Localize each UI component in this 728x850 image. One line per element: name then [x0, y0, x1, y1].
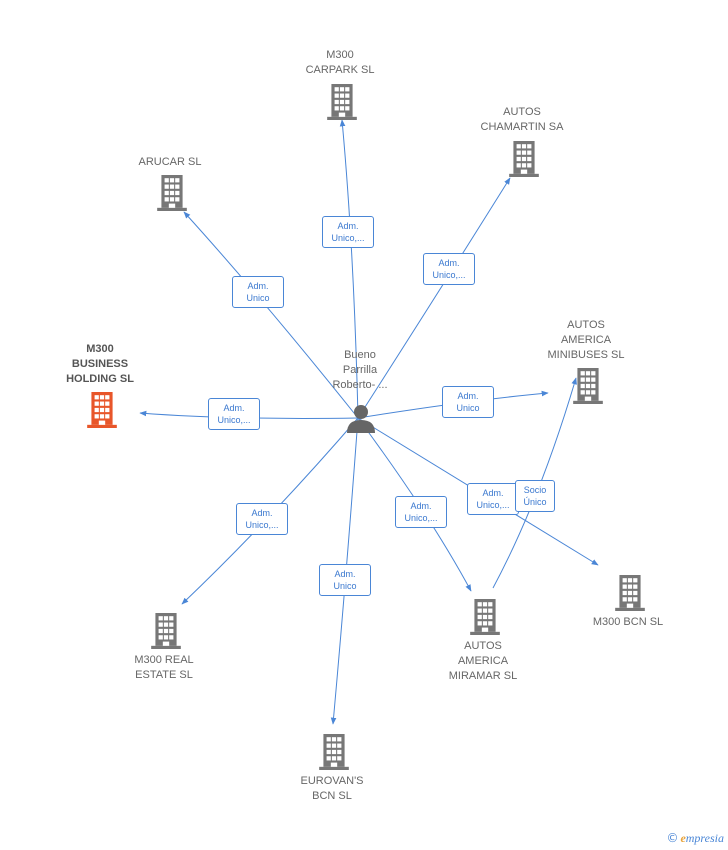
label-line: AUTOS	[464, 640, 502, 652]
label-line: M300 REAL	[134, 654, 194, 666]
badge-line: Unico,...	[331, 233, 365, 243]
badge-line: Unico,...	[432, 270, 466, 280]
label-line: ARUCAR SL	[138, 156, 202, 168]
label-line: EUROVAN'S	[300, 775, 364, 787]
building-icon[interactable]	[319, 734, 349, 770]
badge-line: Unico,...	[404, 513, 438, 523]
badge-line: Adm.	[337, 221, 359, 231]
badge-line: Unico,...	[476, 500, 510, 510]
brand-name: mpresia	[685, 831, 724, 845]
label-line: ESTATE SL	[135, 669, 193, 681]
label-line: M300	[86, 343, 114, 355]
edge-role-badge[interactable]: Adm. Unico,...	[322, 216, 374, 248]
label-line: Roberto- ...	[332, 379, 388, 391]
building-icon[interactable]	[157, 175, 187, 211]
edge-role-badge[interactable]: Adm. Unico,...	[208, 398, 260, 430]
badge-line: Adm.	[223, 403, 245, 413]
label-line: BUSINESS	[71, 358, 129, 370]
edge-carpark	[339, 119, 359, 419]
badge-line: Unico,...	[245, 520, 279, 530]
building-icon[interactable]	[509, 141, 539, 177]
badge-line: Adm.	[482, 488, 504, 498]
label-line: M300	[326, 49, 354, 61]
brand-initial: e	[680, 831, 686, 845]
badge-line: Adm.	[334, 569, 356, 579]
edge-role-badge[interactable]: Adm. Unico,...	[236, 503, 288, 535]
badge-line: Adm.	[438, 258, 460, 268]
edge-role-badge[interactable]: Adm. Unico	[319, 564, 371, 596]
building-icon[interactable]	[327, 84, 357, 120]
label-line: Parrilla	[342, 364, 378, 376]
edge-role-badge[interactable]: Adm. Unico	[442, 386, 494, 418]
badge-line: Adm.	[410, 501, 432, 511]
badge-line: Único	[523, 497, 547, 507]
badge-line: Adm.	[247, 281, 269, 291]
label-line: CARPARK SL	[305, 64, 375, 76]
label-line: Bueno	[344, 349, 376, 361]
label-line: M300 BCN SL	[592, 616, 664, 628]
badge-line: Adm.	[457, 391, 479, 401]
label-line: MINIBUSES SL	[547, 349, 625, 361]
label-line: CHAMARTIN SA	[480, 121, 564, 133]
empresia-logo[interactable]: ©empresia	[666, 831, 724, 846]
edge-role-badge[interactable]: Adm. Unico,...	[423, 253, 475, 285]
label-line: AMERICA	[560, 334, 612, 346]
company-label-minibuses[interactable]: AUTOS AMERICA MINIBUSES SL	[526, 318, 646, 363]
edge-role-badge[interactable]: Adm. Unico	[232, 276, 284, 308]
building-icon[interactable]	[615, 575, 645, 611]
label-line: AUTOS	[503, 106, 541, 118]
company-label-miramar[interactable]: AUTOS AMERICA MIRAMAR SL	[423, 639, 543, 684]
company-label-bcn[interactable]: M300 BCN SL	[568, 615, 688, 630]
badge-line: Unico	[333, 581, 357, 591]
label-line: HOLDING SL	[66, 373, 134, 385]
company-label-chamartin[interactable]: AUTOS CHAMARTIN SA	[462, 105, 582, 135]
label-line: AUTOS	[567, 319, 605, 331]
person-icon[interactable]	[347, 405, 375, 433]
copyright-symbol: ©	[666, 831, 679, 845]
edge-role-badge[interactable]: Adm. Unico,...	[395, 496, 447, 528]
building-icon[interactable]	[87, 392, 117, 428]
company-label-arucar[interactable]: ARUCAR SL	[110, 155, 230, 170]
label-line: BCN SL	[312, 790, 352, 802]
badge-line: Unico	[246, 293, 270, 303]
company-label-realestate[interactable]: M300 REAL ESTATE SL	[104, 653, 224, 683]
node-icons	[87, 84, 645, 770]
building-icon[interactable]	[573, 368, 603, 404]
badge-line: Unico,...	[217, 415, 251, 425]
company-label-eurovans[interactable]: EUROVAN'S BCN SL	[272, 774, 392, 804]
edge-chamartin	[357, 177, 511, 419]
label-line: AMERICA	[457, 655, 509, 667]
badge-line: Adm.	[251, 508, 273, 518]
edge-role-badge[interactable]: Adm. Unico,...	[467, 483, 519, 515]
building-icon[interactable]	[470, 599, 500, 635]
label-line: MIRAMAR SL	[448, 670, 518, 682]
badge-line: Unico	[456, 403, 480, 413]
building-icon[interactable]	[151, 613, 181, 649]
badge-line: Socio	[523, 485, 547, 495]
